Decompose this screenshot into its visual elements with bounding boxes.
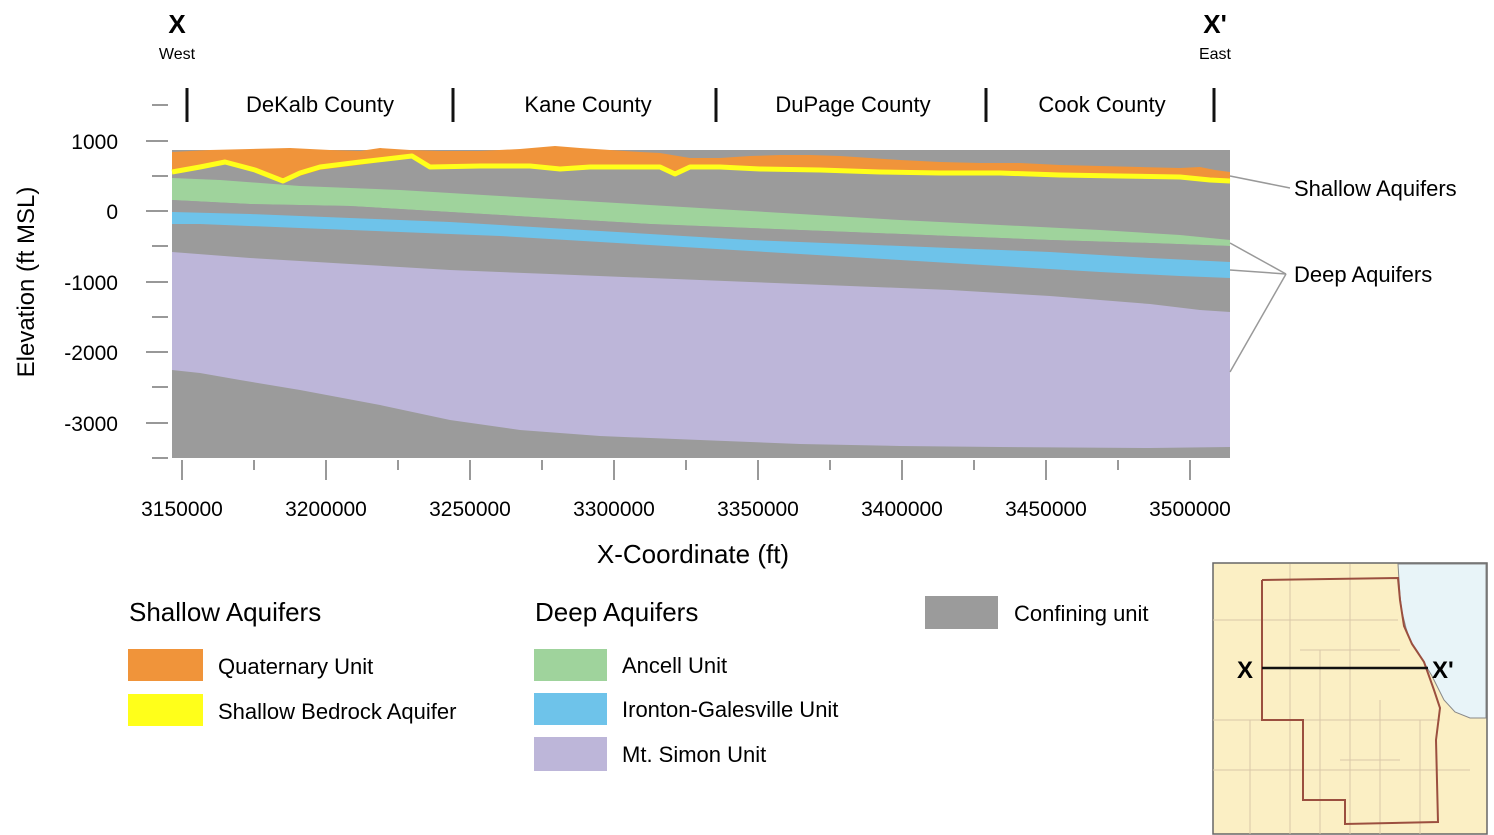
mt-simon-layer <box>172 252 1230 448</box>
east-label: East <box>1199 46 1232 63</box>
y-tick-label: -1000 <box>64 272 118 295</box>
x-tick-label: 3500000 <box>1149 498 1231 521</box>
county-bar: DeKalb County Kane County DuPage County … <box>185 88 1216 122</box>
callout-leader <box>1229 269 1287 275</box>
inset-label-x: X <box>1237 657 1253 684</box>
y-tick-label: -2000 <box>64 342 118 365</box>
legend-label-ancell: Ancell Unit <box>622 653 727 678</box>
x-tick-label: 3350000 <box>717 498 799 521</box>
inset-map: X X' <box>1212 562 1488 835</box>
x-tick-label: 3450000 <box>1005 498 1087 521</box>
x-axis: 3150000 3200000 3250000 3300000 3350000 … <box>141 460 1231 569</box>
x-tick-label: 3200000 <box>285 498 367 521</box>
legend: Shallow Aquifers Quaternary Unit Shallow… <box>128 596 1149 771</box>
y-axis-title: Elevation (ft MSL) <box>13 187 40 378</box>
east-letter: X' <box>1203 9 1227 39</box>
legend-label-mt-simon: Mt. Simon Unit <box>622 742 766 767</box>
callouts: Shallow Aquifers Deep Aquifers <box>1229 175 1457 373</box>
cross-section <box>172 146 1230 458</box>
y-axis: 1000 0 -1000 -2000 -3000 Elevation (ft M… <box>13 104 168 459</box>
x-axis-title: X-Coordinate (ft) <box>597 539 789 569</box>
legend-swatch-confining <box>925 596 998 629</box>
shallow-bedrock-aquifer-line <box>171 153 1231 184</box>
legend-title-deep: Deep Aquifers <box>535 597 698 627</box>
county-label-kane: Kane County <box>524 92 651 117</box>
legend-label-shallow-bedrock: Shallow Bedrock Aquifer <box>218 699 456 724</box>
legend-swatch-ironton <box>534 693 607 725</box>
legend-label-ironton: Ironton-Galesville Unit <box>622 697 838 722</box>
ancell-layer <box>172 178 1230 246</box>
legend-label-quaternary: Quaternary Unit <box>218 654 373 679</box>
legend-swatch-quaternary <box>128 649 203 681</box>
confining-layer-lower <box>172 200 1230 262</box>
callout-leader <box>1229 273 1287 373</box>
callout-deep-aquifers: Deep Aquifers <box>1294 262 1432 287</box>
county-label-dupage: DuPage County <box>775 92 930 117</box>
legend-swatch-shallow-bedrock <box>128 694 203 726</box>
legend-swatch-ancell <box>534 649 607 681</box>
y-tick-label: 1000 <box>71 131 118 154</box>
legend-swatch-mt-simon <box>534 737 607 771</box>
west-letter: X <box>168 9 186 39</box>
x-tick-label: 3150000 <box>141 498 223 521</box>
inset-label-x-prime: X' <box>1432 657 1454 684</box>
callout-shallow-aquifers: Shallow Aquifers <box>1294 176 1457 201</box>
ironton-galesville-layer <box>172 212 1230 278</box>
y-tick-label: 0 <box>106 201 118 224</box>
callout-leader <box>1229 242 1287 275</box>
study-area-boundary <box>1261 576 1442 826</box>
legend-title-shallow: Shallow Aquifers <box>129 597 321 627</box>
x-tick-label: 3400000 <box>861 498 943 521</box>
county-grid <box>1213 564 1470 834</box>
y-tick-label: -3000 <box>64 413 118 436</box>
county-label-cook: Cook County <box>1038 92 1165 117</box>
x-tick-label: 3300000 <box>573 498 655 521</box>
west-label: West <box>159 46 196 63</box>
county-label-dekalb: DeKalb County <box>246 92 394 117</box>
callout-leader <box>1229 175 1291 189</box>
x-tick-label: 3250000 <box>429 498 511 521</box>
legend-label-confining: Confining unit <box>1014 601 1149 626</box>
